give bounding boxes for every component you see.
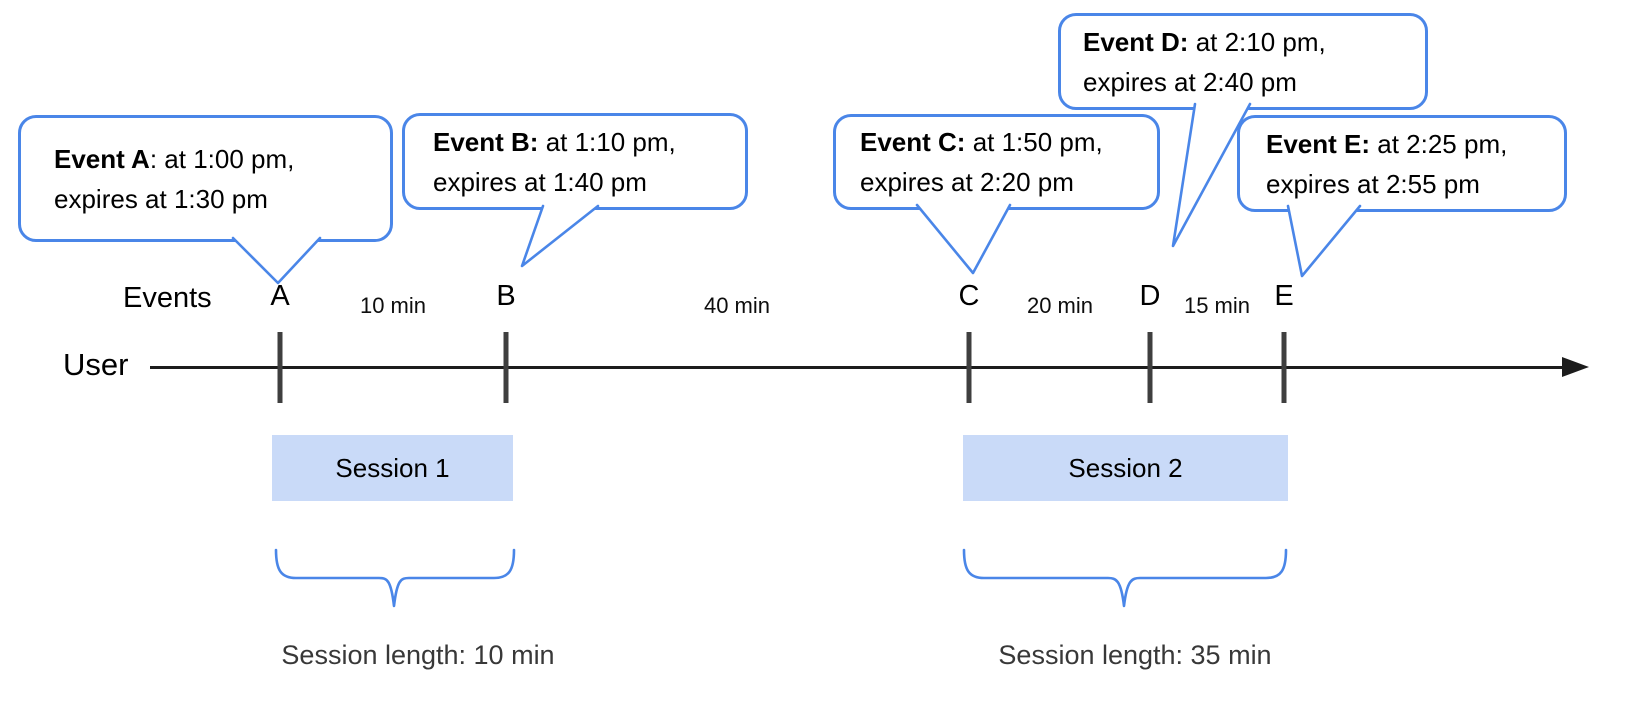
event-c-expiry: expires at 2:20 pm: [860, 167, 1074, 197]
tick-event-e: [1281, 332, 1287, 403]
event-e-callout: Event E: at 2:25 pm, expires at 2:55 pm: [1237, 115, 1567, 212]
tick-event-d: [1147, 332, 1153, 403]
timeline-axis: [150, 366, 1570, 369]
event-d-callout-tail: [1171, 102, 1252, 248]
gap-label-a-b: 10 min: [359, 293, 427, 318]
session-2-brace: [962, 548, 1288, 608]
timeline-arrowhead-icon: [1562, 357, 1589, 377]
gap-label-c-d: 20 min: [1026, 293, 1094, 318]
event-e-expiry: expires at 2:55 pm: [1266, 168, 1480, 199]
event-a-line1: Event A: at 1:00 pm,: [54, 139, 390, 179]
events-axis-label: Events: [123, 282, 212, 314]
event-b-title: Event B:: [433, 126, 539, 157]
event-d-expiry: expires at 2:40 pm: [1083, 66, 1297, 97]
event-e-callout-tail: [1286, 204, 1362, 278]
event-d-time: at 2:10 pm,: [1188, 26, 1326, 57]
event-marker-c: C: [958, 280, 980, 312]
event-a-title: Event A: [54, 143, 150, 174]
user-axis-label: User: [63, 347, 129, 382]
event-a-callout-tail: [231, 236, 322, 285]
tick-event-a: [277, 332, 283, 403]
event-b-callout-tail: [520, 204, 600, 268]
event-d-callout: Event D: at 2:10 pm, expires at 2:40 pm: [1058, 13, 1428, 110]
session-1-bar: Session 1: [272, 435, 513, 501]
event-marker-a: A: [270, 280, 290, 312]
event-c-title: Event C:: [860, 127, 966, 157]
event-a-callout: Event A: at 1:00 pm, expires at 1:30 pm: [18, 115, 393, 242]
session-1-length-label: Session length: 10 min: [281, 640, 555, 670]
session-2-length-label: Session length: 35 min: [998, 640, 1272, 670]
gap-label-b-c: 40 min: [703, 293, 771, 318]
event-marker-b: B: [496, 280, 516, 312]
event-e-time: at 2:25 pm,: [1370, 128, 1508, 159]
event-c-time: at 1:50 pm,: [965, 127, 1103, 157]
event-b-expiry: expires at 1:40 pm: [433, 166, 647, 197]
event-e-title: Event E:: [1266, 128, 1371, 159]
event-e-line1: Event E: at 2:25 pm,: [1266, 124, 1564, 164]
session-2-label: Session 2: [1068, 452, 1183, 483]
event-d-line1: Event D: at 2:10 pm,: [1083, 22, 1425, 62]
event-a-time: : at 1:00 pm,: [149, 143, 295, 174]
session-2-bar: Session 2: [963, 435, 1288, 501]
event-d-title: Event D:: [1083, 26, 1189, 57]
session-1-brace: [274, 548, 516, 608]
gap-label-d-e: 15 min: [1183, 293, 1251, 318]
event-b-time: at 1:10 pm,: [538, 126, 676, 157]
event-b-callout: Event B: at 1:10 pm, expires at 1:40 pm: [402, 113, 748, 210]
session-1-label: Session 1: [335, 452, 450, 483]
tick-event-c: [966, 332, 972, 403]
event-c-line1: Event C: at 1:50 pm,: [860, 122, 1157, 162]
event-a-expiry: expires at 1:30 pm: [54, 183, 268, 214]
event-marker-e: E: [1274, 280, 1294, 312]
event-c-callout-tail: [915, 203, 1012, 275]
event-b-line1: Event B: at 1:10 pm,: [433, 122, 745, 162]
event-marker-d: D: [1139, 280, 1161, 312]
tick-event-b: [503, 332, 509, 403]
event-c-callout: Event C: at 1:50 pm, expires at 2:20 pm: [833, 114, 1160, 210]
